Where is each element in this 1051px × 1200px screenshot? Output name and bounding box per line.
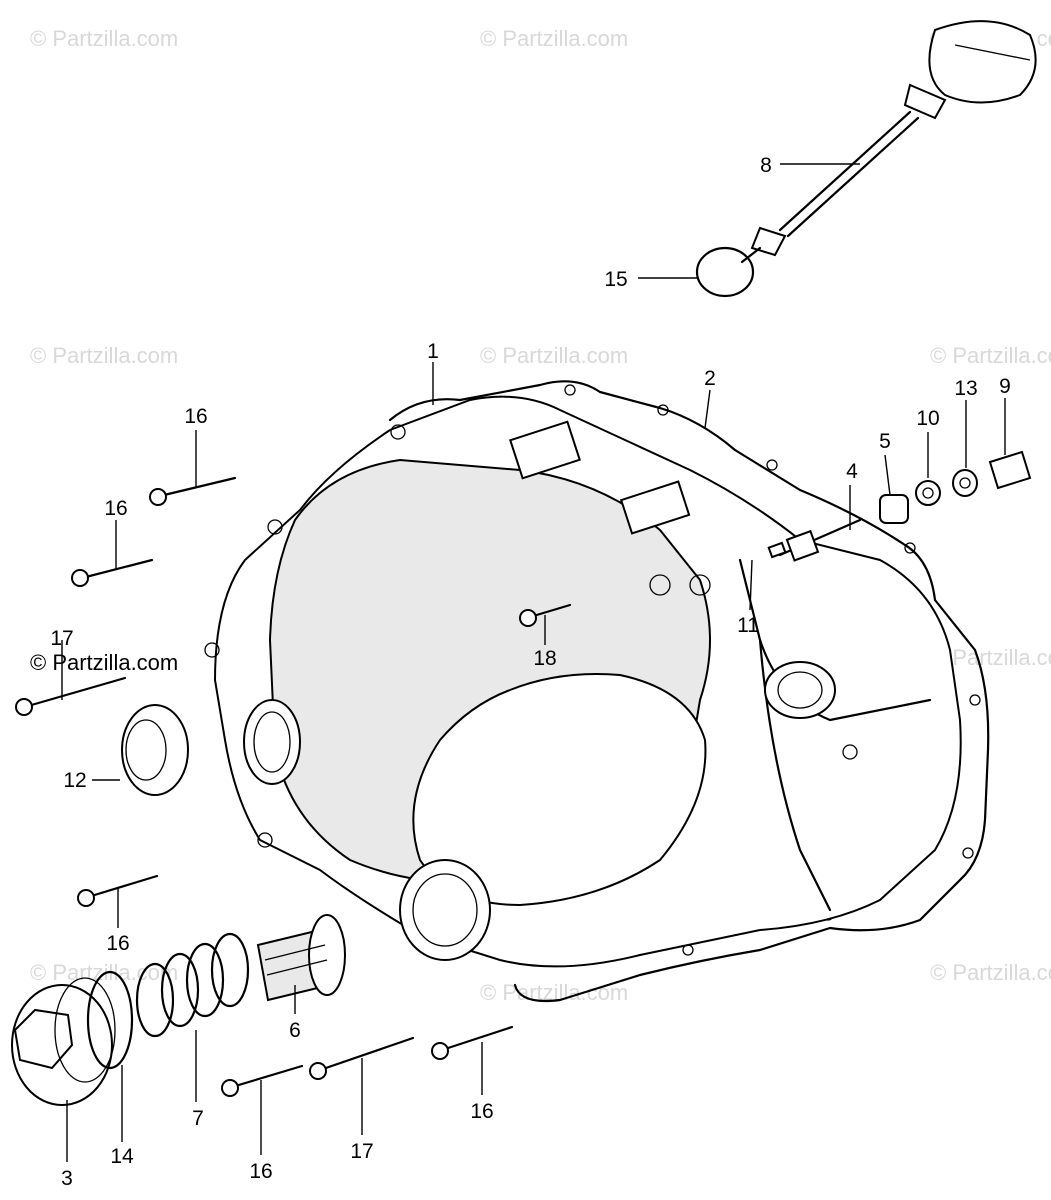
- callout-3: 3: [61, 1167, 73, 1190]
- callout-17: 17: [50, 627, 73, 650]
- gasket-holes: [564, 384, 981, 956]
- callout-18: 18: [533, 647, 556, 670]
- callouts: 1 2 3 4 5 6 7 8 9 10 11 12 13 14 15 16 1…: [50, 154, 1011, 1190]
- callout-14: 14: [110, 1145, 134, 1168]
- callout-2: 2: [704, 367, 716, 390]
- o-ring-part: [695, 246, 755, 298]
- callout-16: 16: [184, 405, 207, 428]
- watermark: © Partzilla.com: [480, 343, 628, 368]
- pinion-shaft-part: [778, 518, 862, 562]
- callout-17: 17: [350, 1140, 373, 1163]
- callout-11: 11: [737, 614, 759, 637]
- watermark: © Partzilla.com: [930, 960, 1051, 985]
- crankcase-cover-part: [204, 395, 962, 968]
- washer-stack-part: [879, 450, 1032, 524]
- oil-seal-part: [121, 704, 189, 796]
- callout-16: 16: [106, 932, 129, 955]
- callout-6: 6: [289, 1019, 301, 1042]
- callout-4: 4: [846, 460, 858, 483]
- callout-16: 16: [249, 1160, 272, 1183]
- callout-16: 16: [104, 497, 127, 520]
- callout-16: 16: [470, 1100, 493, 1123]
- callout-1: 1: [427, 340, 439, 363]
- watermark: © Partzilla.com: [30, 26, 178, 51]
- leader-lines: [61, 163, 1006, 1162]
- watermark-dark: © Partzilla.com: [30, 650, 178, 675]
- callout-15: 15: [604, 268, 627, 291]
- callout-8: 8: [760, 154, 772, 177]
- screws: [15, 476, 572, 1097]
- callout-12: 12: [63, 769, 86, 792]
- watermark: © Partzilla.com: [30, 343, 178, 368]
- dipstick-part: [740, 20, 1037, 264]
- gasket-part: [388, 380, 990, 1003]
- oil-filter-part: [256, 914, 346, 1002]
- callout-7: 7: [192, 1107, 204, 1130]
- callout-10: 10: [916, 407, 939, 430]
- watermark: © Partzilla.com: [930, 343, 1051, 368]
- dowel-pin-part: [767, 541, 787, 559]
- callout-5: 5: [879, 430, 891, 453]
- callout-13: 13: [954, 377, 977, 400]
- callout-9: 9: [999, 375, 1011, 398]
- filter-cap-part: [11, 977, 116, 1106]
- spring-part: [135, 932, 250, 1038]
- cap-o-ring-part: [86, 970, 134, 1070]
- watermark: © Partzilla.com: [480, 26, 628, 51]
